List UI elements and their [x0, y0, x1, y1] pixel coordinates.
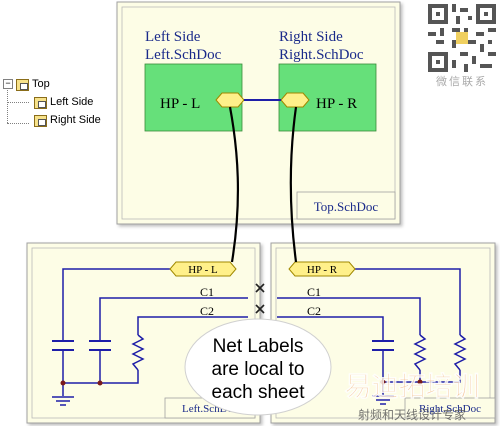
- sheet-symbol-file: Left.SchDoc: [145, 47, 222, 63]
- doc-label: Top.SchDoc: [314, 199, 379, 214]
- sheet-entry-port[interactable]: [280, 92, 310, 108]
- callout-line: are local to: [212, 359, 305, 380]
- schematic-doc-icon: [16, 78, 29, 91]
- ground-icon: [372, 395, 394, 405]
- capacitor-symbol: [52, 340, 74, 365]
- tree-item-left-side[interactable]: Left Side: [34, 96, 94, 109]
- top-sheet-inner-border: [121, 6, 396, 220]
- doc-label-box: [404, 397, 496, 419]
- watermark-logo: 易迪拓培训 射频和天线设计专家: [344, 372, 480, 422]
- qr-caption: 微信联系: [436, 76, 488, 88]
- doc-label-box: [296, 191, 396, 220]
- tree-item-label: Left Side: [50, 96, 94, 108]
- net-label-c1: C1: [200, 285, 214, 299]
- port-hp-l[interactable]: [169, 261, 237, 277]
- ground-icon: [52, 396, 74, 406]
- collapse-toggle[interactable]: −: [3, 79, 13, 89]
- tree-item-right-side[interactable]: Right Side: [34, 114, 101, 127]
- resistor-symbol: [131, 334, 145, 371]
- port-label: HP - R: [307, 264, 338, 276]
- schematic-doc-icon: [34, 114, 47, 127]
- tree-connector: [7, 123, 29, 124]
- sheet-entry-label: HP - R: [316, 96, 357, 112]
- qr-code-image: [428, 4, 496, 72]
- sheet-entry-port[interactable]: [215, 92, 245, 108]
- callout-shape: [184, 318, 332, 416]
- sheet-symbol-left[interactable]: Left Side Left.SchDoc HP - L: [144, 29, 245, 132]
- resistor-symbol: [413, 334, 427, 371]
- sheet-symbol-name: Left Side: [145, 29, 201, 45]
- doc-label: Right.SchDoc: [419, 403, 481, 415]
- capacitor-symbol: [372, 340, 394, 355]
- no-connect-marks: [255, 283, 265, 314]
- callout-line: each sheet: [212, 382, 306, 403]
- top-sheet: Left Side Left.SchDoc HP - L Right Side …: [116, 1, 401, 225]
- port-label: HP - L: [188, 264, 218, 276]
- port-link-wires: [228, 106, 298, 263]
- schematic-doc-icon: [34, 96, 47, 109]
- tree-connector: [7, 90, 8, 123]
- port-hp-r[interactable]: [288, 261, 356, 277]
- tree-item-label: Right Side: [50, 114, 101, 126]
- callout-line: Net Labels: [213, 336, 304, 357]
- watermark-logo-text: 易迪拓培训: [345, 372, 480, 402]
- wire-junctions: [380, 379, 423, 385]
- tree-item-label: Top: [32, 78, 50, 90]
- capacitor-symbol: [89, 340, 111, 365]
- net-label-c2: C2: [307, 304, 321, 318]
- tree-connector: [7, 102, 29, 103]
- net-label-c2: C2: [200, 304, 214, 318]
- net-label-c1: C1: [307, 285, 321, 299]
- wire-junctions: [60, 380, 103, 386]
- tree-item-top[interactable]: − Top: [3, 78, 50, 91]
- callout-bubble: Net Labels are local to each sheet: [184, 318, 332, 416]
- sheet-symbol-file: Right.SchDoc: [279, 47, 364, 63]
- resistor-symbol: [453, 334, 467, 371]
- sheet-symbol-name: Right Side: [279, 29, 343, 45]
- sheet-entry-label: HP - L: [160, 96, 200, 112]
- watermark-logo-subtext: 射频和天线设计专家: [358, 407, 466, 422]
